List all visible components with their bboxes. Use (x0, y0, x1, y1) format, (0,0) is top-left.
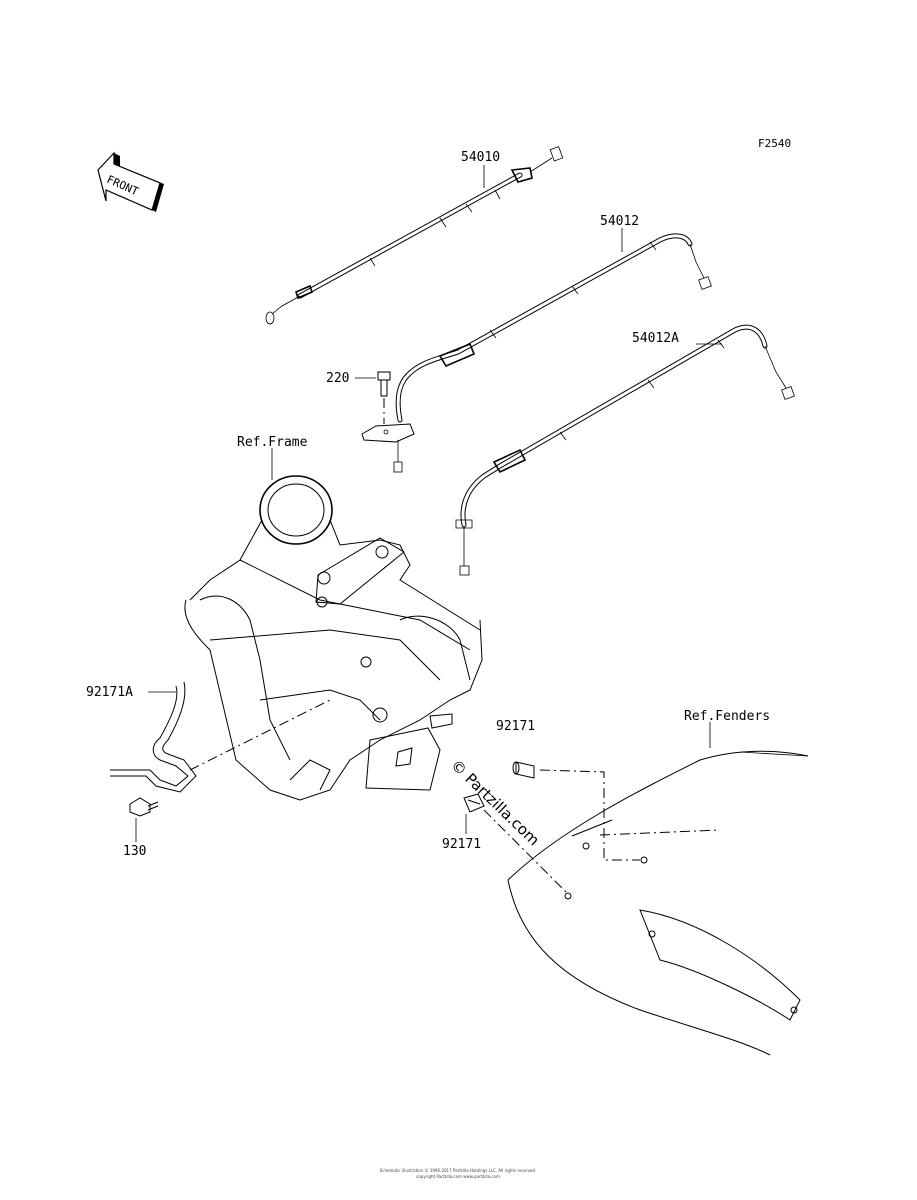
leader-ref-fenders (709, 722, 809, 757)
part-label-54012A: 54012A (632, 331, 679, 346)
cable-54010 (265, 146, 564, 325)
front-arrow-icon: FRONT (97, 151, 164, 212)
bolt-130 (129, 797, 159, 817)
part-label-92171-upper: 92171 (496, 719, 535, 734)
cable-54012 (361, 233, 712, 473)
grommet-92171-lower (463, 793, 572, 900)
fender-outline (507, 750, 809, 1056)
cable-54012A (455, 324, 795, 576)
part-label-54012: 54012 (600, 214, 639, 229)
part-label-130: 130 (123, 844, 146, 859)
figure-code: F2540 (758, 137, 791, 150)
ref-frame-label: Ref.Frame (237, 435, 308, 450)
frame-outline (184, 475, 483, 801)
part-label-54010: 54010 (461, 150, 500, 165)
part-label-92171-lower: 92171 (442, 837, 481, 852)
grommet-92171-upper (512, 761, 535, 779)
part-label-220: 220 (326, 371, 349, 386)
clip-92171A (110, 681, 331, 793)
part-label-92171A: 92171A (86, 685, 133, 700)
watermark: © Partzilla.com (447, 756, 543, 849)
footer-line-2: copyright Partzilla.com www.partzilla.co… (416, 1174, 500, 1179)
footer-line-1: Schematic illustration © 1996-2017 Partz… (380, 1168, 536, 1173)
bolt-220 (377, 371, 391, 424)
ref-fenders-label: Ref.Fenders (684, 709, 770, 724)
